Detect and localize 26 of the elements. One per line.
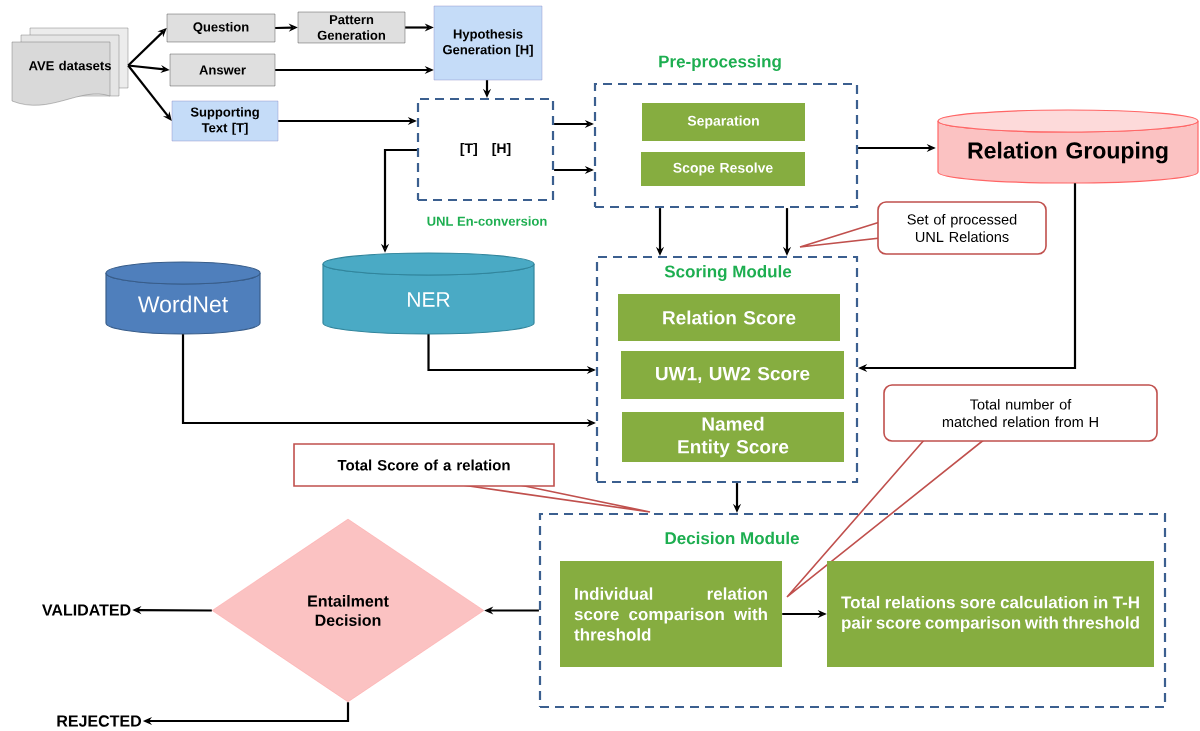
node-label: Total number of matched relation from H (942, 398, 1098, 428)
arrow (127, 64, 172, 121)
process-box: Total relations sore calculation in T-H pair score comparison with threshold (827, 561, 1154, 667)
database-cylinder: WordNet (105, 261, 261, 335)
process-box: Pattern Generation (297, 11, 406, 44)
process-box: Named Entity Score (622, 412, 844, 462)
outcome-label: VALIDATED (42, 604, 131, 616)
process-box: Answer (169, 53, 276, 87)
dashed-box: [T] [H] UNL En-conversion (416, 97, 555, 226)
database-cylinder: Relation Grouping (937, 109, 1199, 184)
process-box: Separation (642, 103, 805, 141)
process-box: Individual relation score comparison with threshold (560, 561, 782, 667)
process-box: Hypothesis Generation [H] (433, 5, 543, 81)
arrow (127, 28, 167, 67)
process-box: Question (166, 13, 276, 43)
process-box: Scope Resolve (641, 152, 805, 186)
node-label: UNL En-conversion (427, 216, 547, 226)
callout: Total Score of a relation (293, 443, 651, 513)
process-box: Relation Score (618, 294, 840, 341)
node-label: Pre-processing (659, 55, 781, 71)
process-box: Supporting Text [T] (171, 100, 279, 142)
process-box: UW1, UW2 Score (621, 351, 844, 399)
outcome-label: REJECTED (57, 715, 141, 727)
stack-of-documents: AVE datasets (11, 27, 129, 106)
database-cylinder: NER (322, 252, 535, 335)
callout: Set of processed UNL Relations (799, 201, 1047, 255)
